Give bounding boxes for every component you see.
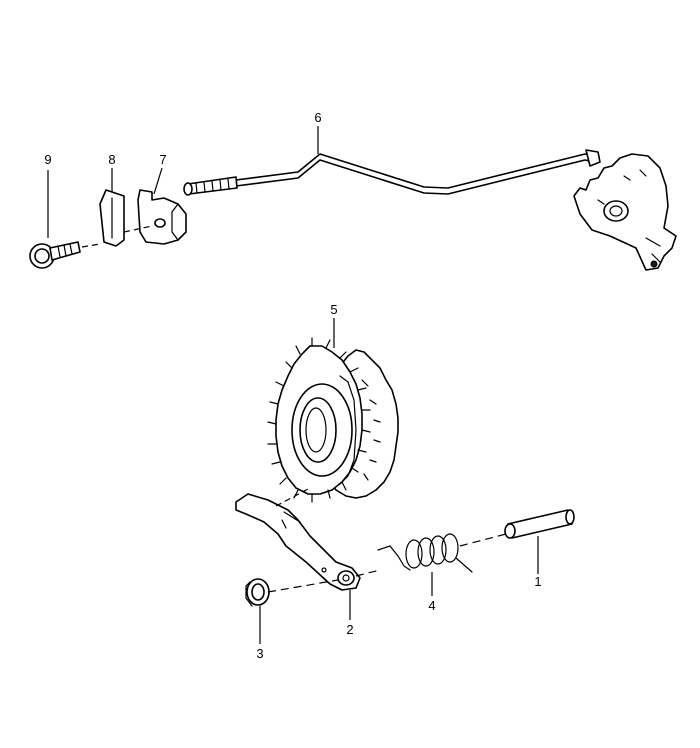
part-3-bushing — [245, 578, 270, 607]
callout-8: 8 — [108, 152, 115, 167]
callout-9: 9 — [44, 152, 51, 167]
adjuster-plate — [573, 153, 677, 271]
part-2-lever-arm — [235, 493, 361, 591]
part-5-sprocket — [267, 337, 399, 503]
callout-6: 6 — [314, 110, 321, 125]
part-4-spring — [377, 533, 473, 573]
part-9-bolt — [29, 241, 81, 269]
callout-2: 2 — [346, 622, 353, 637]
part-8-clip-plate — [99, 189, 125, 247]
callout-3: 3 — [256, 646, 263, 661]
callout-4: 4 — [428, 598, 435, 613]
callout-7: 7 — [159, 152, 166, 167]
callout-1: 1 — [534, 574, 541, 589]
part-6-linkage-rod — [183, 149, 601, 196]
part-1-pin — [504, 509, 575, 539]
part-7-clamp-block — [137, 189, 187, 245]
callout-5: 5 — [330, 302, 337, 317]
